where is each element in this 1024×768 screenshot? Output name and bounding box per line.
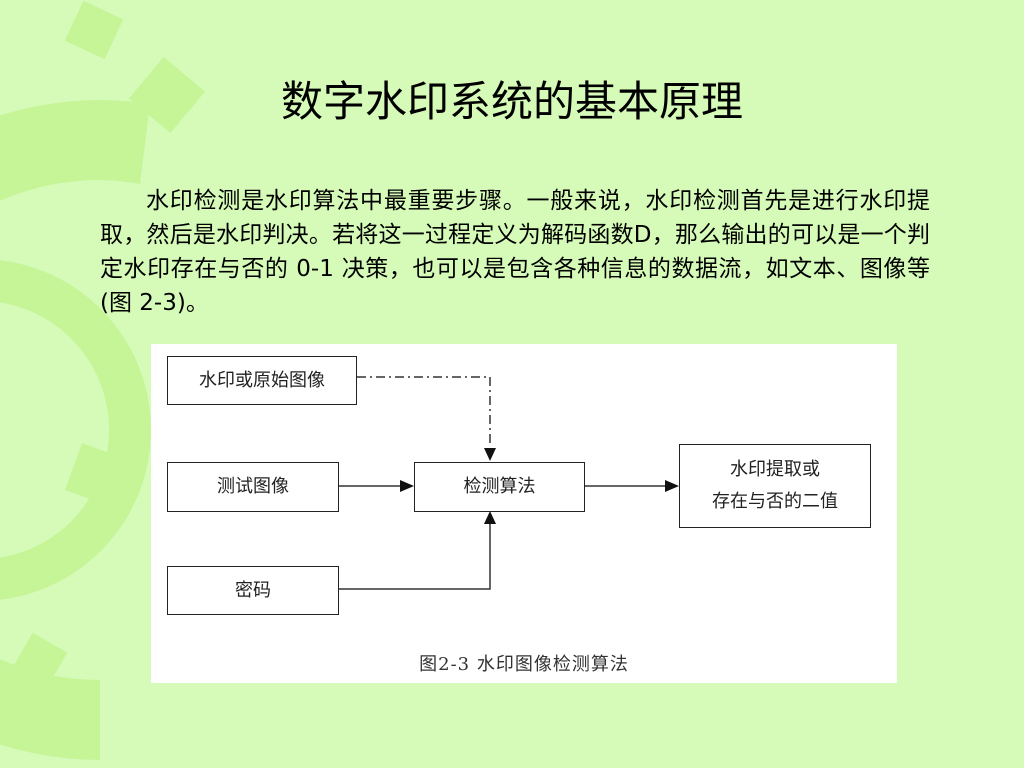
figure-caption: 图2-3 水印图像检测算法: [419, 654, 629, 675]
slide-title: 数字水印系统的基本原理: [280, 77, 743, 126]
detection-diagram-figure: 水印或原始图像 测试图像 检测算法 水印提取或 存在与否的二值 密码 图2-3 …: [151, 344, 897, 683]
diagram-connectors: [339, 376, 679, 590]
node-detection-algorithm: 检测算法: [414, 462, 585, 512]
node-key: 密码: [167, 566, 339, 615]
node-output-label-line1: 水印提取或: [730, 459, 820, 480]
connector-key-to-detector: [339, 524, 491, 590]
body-paragraph: 水印检测是水印算法中最重要步骤。一般来说，水印检测首先是进行水印提取，然后是水印…: [100, 188, 930, 316]
node-output: 水印提取或 存在与否的二值: [679, 444, 871, 528]
node-test-image-label: 测试图像: [217, 476, 289, 497]
node-key-label: 密码: [235, 579, 271, 601]
dashed-connector: [357, 376, 491, 446]
node-output-label-line2: 存在与否的二值: [712, 491, 838, 512]
arrowhead-down: [484, 448, 496, 461]
node-source-image: 水印或原始图像: [167, 356, 357, 405]
node-source-image-label: 水印或原始图像: [199, 369, 325, 391]
arrowhead-right: [400, 480, 414, 492]
arrowhead-right: [665, 480, 679, 492]
node-detection-algorithm-label: 检测算法: [463, 476, 536, 497]
arrowhead-up: [484, 511, 496, 524]
node-test-image: 测试图像: [167, 462, 339, 512]
